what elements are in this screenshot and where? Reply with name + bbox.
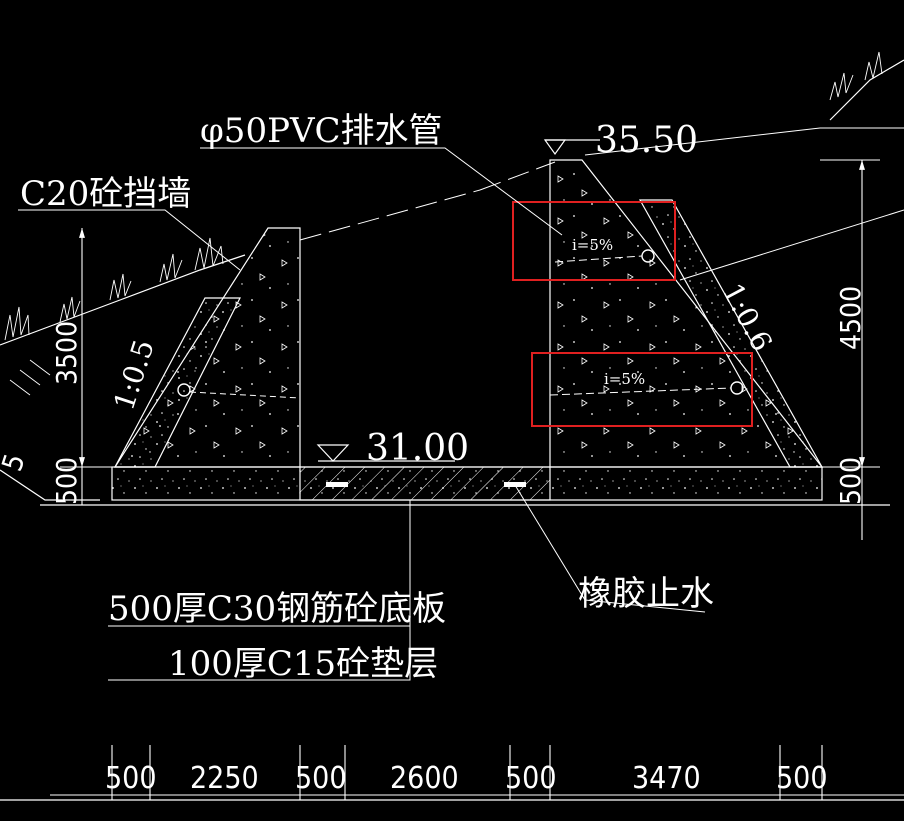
base-slab <box>40 466 890 506</box>
dim-3: 500 <box>295 761 347 796</box>
slab-label-1: 500厚C30钢筋砼底板 <box>108 589 446 629</box>
grass-symbols <box>4 51 883 396</box>
dim-4: 2600 <box>390 761 459 796</box>
dim-1: 500 <box>105 761 157 796</box>
elevation-bottom-label: 31.00 <box>366 428 469 469</box>
base-left-label: 500 <box>50 457 83 505</box>
pvc-pipe-label: φ50PVC排水管 <box>200 111 443 151</box>
highlight-boxes <box>512 201 753 427</box>
slab-label-2: 100厚C15砼垫层 <box>168 644 438 684</box>
dim-7: 500 <box>776 761 828 796</box>
dim-2: 2250 <box>190 761 259 796</box>
retaining-wall-label: C20砼挡墙 <box>20 174 191 214</box>
grade-lower-label: i=5% <box>604 370 645 388</box>
height-right-label: 4500 <box>834 286 867 350</box>
elevation-symbols <box>316 139 600 462</box>
dim-5: 500 <box>505 761 557 796</box>
leader-lines <box>18 127 904 681</box>
waterstop-marks <box>326 482 526 487</box>
waterstop-label: 橡胶止水 <box>578 574 714 614</box>
horizontal-dimension-line <box>50 745 904 800</box>
ground-lines <box>0 59 904 801</box>
base-right-label: 500 <box>834 457 867 505</box>
dim-6: 3470 <box>632 761 701 796</box>
vertical-dimensions <box>60 159 880 540</box>
grade-upper-label: i=5% <box>572 236 613 254</box>
edge-left-label: 5 <box>0 450 32 475</box>
left-wall <box>113 227 301 468</box>
right-wall <box>549 159 824 468</box>
highlight-box-lower <box>531 352 753 427</box>
height-left-label: 3500 <box>50 321 83 385</box>
highlight-box-upper <box>512 201 676 281</box>
elevation-top-label: 35.50 <box>595 120 698 161</box>
